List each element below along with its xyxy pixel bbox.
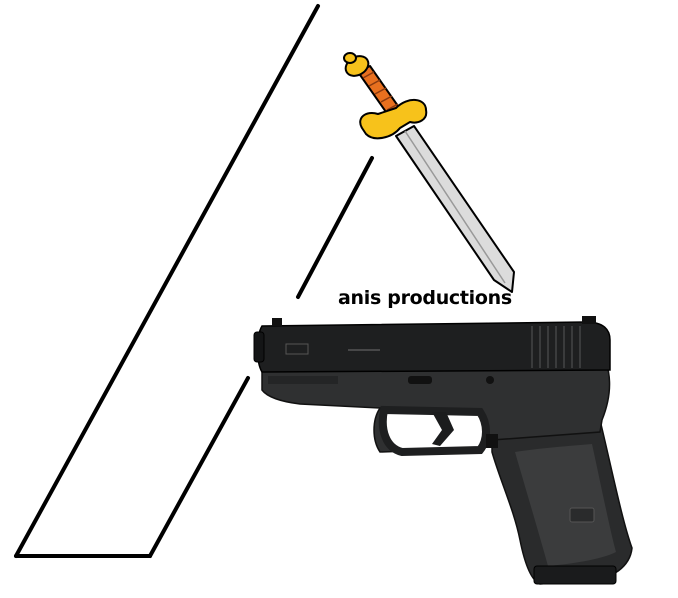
pistol-image	[253, 316, 633, 585]
sword-crossguard	[359, 99, 428, 140]
pistol-slide-stop	[408, 376, 432, 384]
pistol-grip-logo	[569, 507, 595, 523]
pistol-slide-serrations	[531, 326, 581, 368]
sword-blade-ridge	[404, 130, 506, 284]
letter-a-left-stroke	[14, 4, 320, 558]
letter-a-inner-stroke	[296, 156, 374, 299]
pistol-front-sight	[272, 318, 282, 326]
pistol-muzzle	[253, 331, 265, 363]
stylized-letter-a-lines	[14, 4, 374, 558]
letter-a-lower-stroke	[148, 376, 250, 558]
sword-blade	[395, 125, 515, 293]
sword-pommel-cap	[343, 52, 357, 64]
caption-text: anis productions	[338, 287, 512, 309]
pistol-trigger-guard	[378, 405, 490, 457]
pistol-trigger	[432, 412, 454, 446]
pistol-magazine-base	[533, 565, 617, 585]
pistol-rail	[268, 376, 338, 384]
pistol-mag-release	[486, 434, 498, 448]
pistol-rear-sight	[582, 316, 596, 324]
pistol-slide	[256, 321, 611, 373]
pistol-grip-texture	[515, 444, 616, 566]
pistol-pin	[486, 376, 494, 384]
pistol-slide-logo	[285, 343, 309, 355]
sword-grip-wrap	[362, 71, 399, 111]
sword-icon	[343, 52, 515, 293]
